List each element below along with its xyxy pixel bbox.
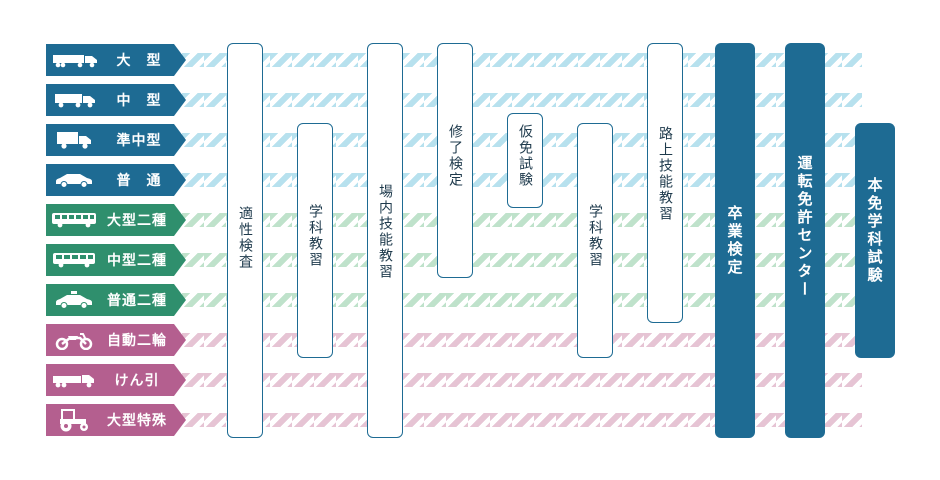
tractor-icon [54,408,94,432]
license-label-ordinary: 普 通 [46,164,186,196]
step-road-driving-lessons: 路上技能教習 [647,43,683,323]
bus-medium-icon [52,252,96,268]
truck-medium-icon [54,92,96,108]
step-provisional-license-exam: 仮免試験 [507,113,543,208]
step-label: 学科教習 [307,204,323,268]
license-label-text: 大型二種 [107,213,167,229]
license-label-towing: けん引 [46,364,186,396]
step-label: 修了検定 [447,124,463,188]
license-label-ordinary-type2: 普通二種 [46,284,186,316]
lane-large-special [182,413,862,427]
step-label: 運転免許センター [795,155,814,299]
license-label-text: 普 通 [116,173,162,189]
step-label: 仮免試験 [517,124,533,188]
lane-towing [182,373,862,387]
license-label-text: 中 型 [116,93,162,109]
lane-medium-type2 [182,253,862,267]
license-label-text: 大型特殊 [107,413,167,429]
bus-large-icon [51,212,97,228]
trailer-truck-icon [52,372,96,388]
license-label-semi-medium: 準中型 [46,124,186,156]
step-completion-exam: 修了検定 [437,43,473,278]
step-aptitude-test: 適性検査 [227,43,263,438]
license-label-text: 準中型 [116,133,162,149]
step-academic-lessons-1: 学科教習 [297,123,333,358]
license-label-medium: 中 型 [46,84,186,116]
license-label-text: 普通二種 [107,293,167,309]
lane-medium [182,93,862,107]
step-label: 路上技能教習 [657,126,673,222]
license-label-text: 中型二種 [107,253,167,269]
license-label-motorcycle: 自動二輪 [46,324,186,356]
license-label-large-type2: 大型二種 [46,204,186,236]
step-graduation-exam: 卒業検定 [715,43,755,438]
step-course-driving-lessons: 場内技能教習 [367,43,403,438]
license-label-large-special: 大型特殊 [46,404,186,436]
license-label-text: けん引 [114,373,160,389]
step-label: 本免学科試験 [865,177,884,285]
step-label: 学科教習 [587,204,603,268]
motorcycle-icon [54,330,94,350]
license-label-large: 大 型 [46,44,186,76]
step-label: 卒業検定 [725,205,744,277]
taxi-icon [54,290,94,310]
lane-large [182,53,862,67]
step-label: 場内技能教習 [377,184,393,280]
step-license-center: 運転免許センター [785,43,825,438]
step-academic-lessons-2: 学科教習 [577,123,613,358]
license-label-medium-type2: 中型二種 [46,244,186,276]
lane-motorcycle [182,333,862,347]
truck-large-icon [52,52,98,68]
step-label: 適性検査 [237,206,253,270]
lane-large-type2 [182,213,862,227]
license-label-text: 大 型 [116,53,162,69]
lane-ordinary-type2 [182,293,862,307]
truck-small-icon [56,130,92,150]
car-icon [54,172,94,188]
step-final-written-exam: 本免学科試験 [855,123,895,358]
license-label-text: 自動二輪 [107,333,167,349]
